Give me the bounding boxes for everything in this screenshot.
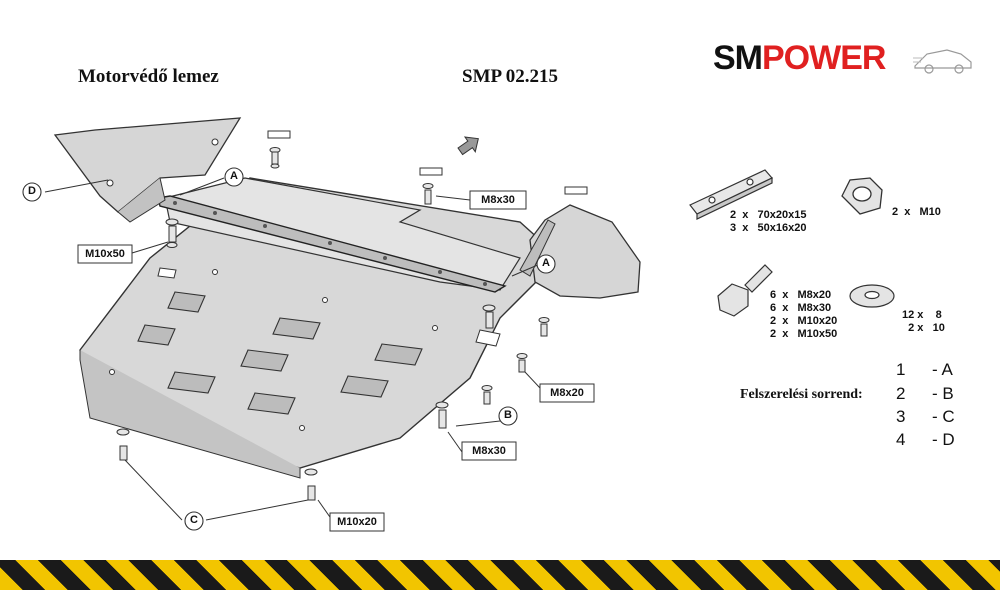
vent-slot <box>137 324 176 346</box>
bolt-icon <box>538 317 550 337</box>
vent-slot <box>272 317 321 340</box>
direction-arrow-icon <box>457 136 479 156</box>
vent-slot <box>340 375 389 398</box>
callout-a: A <box>230 170 238 182</box>
order-num: 3 <box>896 407 906 426</box>
mount-hole <box>299 425 305 431</box>
order-row: 3 - C <box>896 407 955 427</box>
order-num: 1 <box>896 360 906 379</box>
mount-hole <box>212 269 218 275</box>
logo-sm: SM <box>713 39 763 77</box>
bolt-icon <box>304 468 318 501</box>
callout-d: D <box>28 185 36 197</box>
label-m8x30-top: M8x30 <box>481 194 515 206</box>
order-letter: - C <box>932 407 955 426</box>
kit-nut-text: 2 x M10 <box>892 206 941 218</box>
washer-icon <box>849 284 895 308</box>
mount-hole <box>322 297 328 303</box>
plate-edge <box>79 350 301 479</box>
bolt-icon <box>482 304 496 329</box>
page-title: Motorvédő lemez <box>78 66 219 87</box>
order-row: 1 - A <box>896 360 953 380</box>
part-number: SMP 02.215 <box>462 66 559 87</box>
bolt-icon <box>481 385 493 405</box>
bolt-icon <box>269 147 281 169</box>
vent-slot <box>247 392 296 415</box>
kit-bolts-text: 6 x M8x20 6 x M8x30 2 x M10x20 2 x M10x5… <box>770 289 838 340</box>
hex-nut-icon <box>841 177 883 215</box>
label-m8x30-bottom: M8x30 <box>472 445 506 457</box>
vent-slot <box>374 343 423 366</box>
right-side-plate <box>529 204 641 299</box>
order-num: 2 <box>896 384 906 403</box>
order-letter: - A <box>932 360 953 379</box>
left-side-plate <box>53 117 242 213</box>
vent-slot <box>167 291 206 313</box>
callout-c: C <box>190 514 198 526</box>
kit-washers-text: 12 x 8 2 x 10 <box>902 309 945 334</box>
order-letter: - D <box>932 430 955 449</box>
bolt-icon <box>116 428 130 461</box>
hazard-stripe <box>0 560 1000 590</box>
bolt-icon <box>165 218 179 248</box>
vent-slot <box>240 349 289 372</box>
label-m10x50: M10x50 <box>85 248 125 260</box>
label-m10x20: M10x20 <box>337 516 377 528</box>
logo-power: POWER <box>762 39 886 77</box>
order-row: 4 - D <box>896 430 955 450</box>
kit-plate-icon <box>689 169 773 220</box>
smpower-logo: SMPOWER <box>713 36 973 80</box>
vent-slot <box>167 371 216 394</box>
hex-bolt-icon <box>717 264 773 317</box>
order-num: 4 <box>896 430 906 449</box>
label-m8x20: M8x20 <box>550 387 584 399</box>
callout-b: B <box>504 409 512 421</box>
order-label: Felszerelési sorrend: <box>740 387 863 402</box>
upper-panel <box>164 177 521 291</box>
mount-hole <box>109 369 115 375</box>
mount-hole <box>432 325 438 331</box>
order-letter: - B <box>932 384 954 403</box>
mount-slot <box>475 329 501 347</box>
car-silhouette-icon <box>913 49 972 74</box>
bolt-icon <box>422 183 434 205</box>
bolt-icon <box>435 401 449 429</box>
bolt-stacks <box>116 147 550 501</box>
bolt-icon <box>516 353 528 373</box>
order-row: 2 - B <box>896 384 954 404</box>
mount-slot <box>157 267 177 279</box>
skid-plate-diagram <box>22 117 895 532</box>
callout-a-right: A <box>542 257 550 269</box>
kit-plates-text: 2 x 70x20x15 3 x 50x16x20 <box>730 209 807 234</box>
